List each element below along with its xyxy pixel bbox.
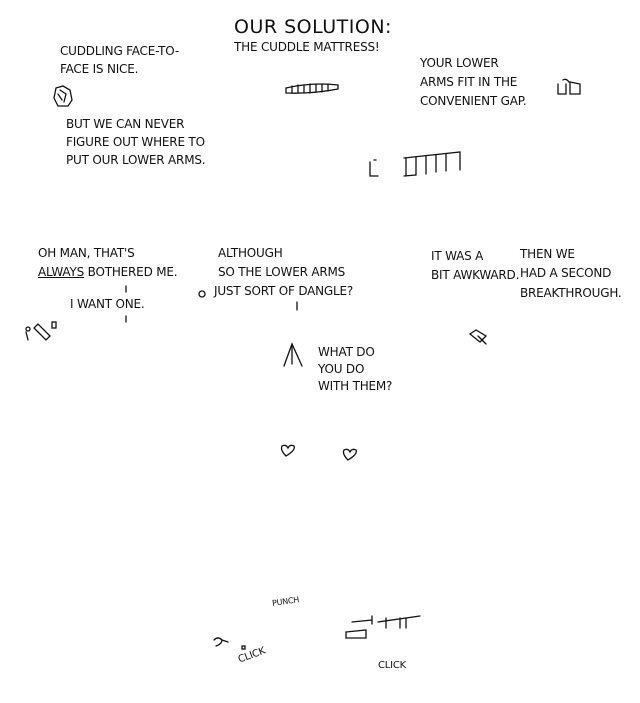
- panel6-text-left1: IT WAS A: [431, 249, 484, 263]
- panel2-subtitle: THE CUDDLE MATTRESS!: [234, 40, 380, 54]
- panel4-text-bothered: ALWAYS BOTHERED ME.: [38, 265, 178, 279]
- panel6-text-left2: BIT AWKWARD.: [431, 268, 520, 282]
- panel1-text-line2: FACE IS NICE.: [60, 62, 139, 76]
- hearts-drawing: [280, 444, 357, 461]
- panel3-text-line1: YOUR LOWER: [420, 56, 499, 70]
- panel6-figures-drawing: [468, 329, 488, 345]
- panel5-text-line3: JUST SORT OF DANGLE?: [214, 284, 354, 298]
- panel6-text-right3: BREAKTHROUGH.: [520, 286, 622, 300]
- panel6-text-right2: HAD A SECOND: [520, 266, 612, 280]
- panel4-text-want: I WANT ONE.: [70, 297, 145, 311]
- panel3-text-line3: CONVENIENT GAP.: [420, 94, 527, 108]
- panel4-figures-drawing: [25, 285, 127, 341]
- panel5-figures-drawing: [198, 290, 303, 367]
- panel5-question-line2: YOU DO: [318, 362, 365, 376]
- panel5-text-line1: ALTHOUGH: [218, 246, 283, 260]
- panel4-text-always: ALWAYS: [38, 265, 85, 279]
- panel1-text-line1: CUDDLING FACE-TO-: [60, 44, 179, 58]
- panel5-question-line3: WITH THEM?: [318, 379, 393, 393]
- panel1-text-line3: BUT WE CAN NEVER: [66, 117, 185, 131]
- panel1-text-line4: FIGURE OUT WHERE TO: [66, 135, 205, 149]
- panel3-text-line2: ARMS FIT IN THE: [420, 75, 518, 89]
- panel4-text-bothered-rest: BOTHERED ME.: [84, 265, 178, 279]
- panel2-title: OUR SOLUTION:: [234, 16, 392, 38]
- panel5-question-line1: WHAT DO: [318, 345, 375, 359]
- panel6-text-right1: THEN WE: [520, 247, 575, 261]
- mattress-cross-section-drawing: [369, 151, 461, 177]
- figures-in-gap-drawing: [557, 78, 581, 95]
- panel5-text-line2: SO THE LOWER ARMS: [218, 265, 346, 279]
- cuddle-mattress-drawing: [285, 83, 339, 94]
- panel1-text-line5: PUT OUR LOWER ARMS.: [66, 153, 206, 167]
- cuddling-figures-drawing: [53, 85, 73, 107]
- panel4-text-oh-man: OH MAN, THAT'S: [38, 246, 135, 260]
- bottom-panel-drawing: [213, 615, 421, 650]
- click-sound-effect-right: CLICK: [378, 660, 407, 671]
